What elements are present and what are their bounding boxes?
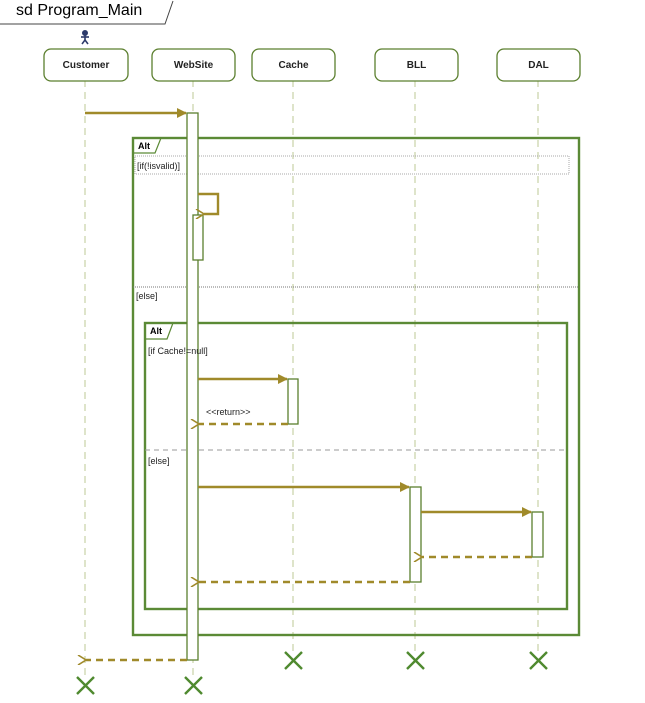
destroy-markers: [76, 651, 548, 695]
activation-website-self: [192, 214, 204, 261]
lifeline-head-customer: [43, 48, 129, 82]
frame-title: sd Program_Main: [16, 2, 143, 19]
destroy-icon-website: [184, 676, 203, 695]
lifeline-label-customer: Customer: [62, 60, 110, 71]
activation-website-main: [186, 112, 199, 661]
outer-alt-operator: Alt: [138, 141, 150, 151]
return-message-label: <<return>>: [206, 407, 251, 417]
destroy-icon-cache: [284, 651, 303, 670]
activations: [186, 112, 544, 661]
activation-bll: [409, 486, 422, 583]
lifeline-head-cache: [251, 48, 336, 82]
lifeline-label-dal: DAL: [528, 60, 549, 71]
lifeline-head-bll: [374, 48, 459, 82]
activation-dal: [531, 511, 544, 558]
lifeline-heads: [43, 48, 581, 82]
inner-alt-guard-1: [if Cache!=null]: [148, 346, 208, 356]
messages: [85, 108, 532, 660]
actor-icon: [81, 29, 89, 45]
destroy-icon-customer: [76, 676, 95, 695]
outer-alt-operand-1-box: [134, 155, 570, 175]
lifeline-label-cache: Cache: [278, 60, 309, 71]
outer-alt-guard-2: [else]: [136, 291, 158, 301]
inner-alt-operator: Alt: [150, 326, 162, 336]
outer-alt-fragment: [131, 136, 581, 637]
activation-cache: [287, 378, 299, 425]
lifeline-head-website: [151, 48, 236, 82]
lifeline-label-website: WebSite: [173, 60, 214, 71]
message-website-self-call: [198, 192, 220, 214]
inner-alt-fragment: [143, 321, 569, 611]
lifeline-head-dal: [496, 48, 581, 82]
lifeline-label-bll: BLL: [406, 60, 427, 71]
destroy-icon-dal: [529, 651, 548, 670]
outer-alt-guard-1: [if(!isvalid)]: [137, 161, 181, 171]
inner-alt-guard-2: [else]: [148, 456, 170, 466]
frame-tab: [0, 0, 174, 25]
destroy-icon-bll: [406, 651, 425, 670]
